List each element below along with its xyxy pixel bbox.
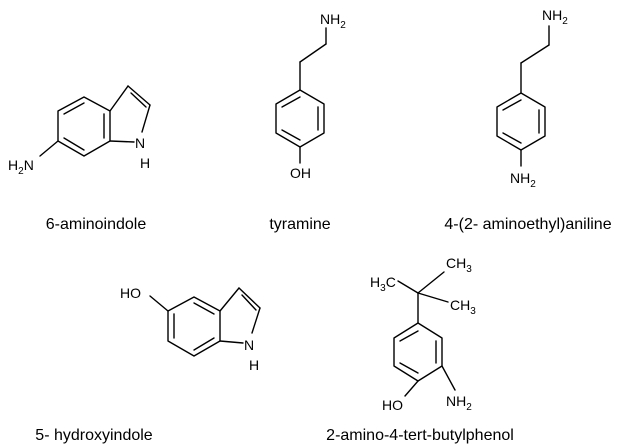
bond (238, 287, 261, 309)
amine-label: NH2 (446, 393, 472, 413)
hydroxyl-label: HO (120, 285, 141, 301)
double-bond (502, 132, 522, 144)
ring-nitrogen-label: N (135, 135, 145, 151)
methyl-left-label: H3C (370, 274, 396, 294)
bond (149, 295, 169, 312)
bond (141, 104, 151, 133)
benzene-ring (496, 92, 546, 151)
ring-nitrogen-label: N (244, 337, 254, 353)
double-bond (399, 330, 419, 342)
double-bond (130, 92, 147, 108)
hydroxyl-label: OH (290, 165, 311, 181)
bond (109, 85, 129, 112)
bond (417, 271, 445, 294)
bond (397, 280, 419, 294)
benzene-ring (275, 89, 325, 148)
double-bond (193, 337, 215, 351)
methyl-right-label: CH3 (450, 297, 476, 317)
hydroxyl-label: HO (382, 397, 403, 413)
amine-label: H2N (8, 157, 34, 177)
bond (299, 43, 327, 63)
molecule-name: 5- hydroxyindole (35, 427, 153, 444)
double-bond (281, 129, 301, 141)
double-bond (63, 102, 85, 115)
benzene-ring (57, 96, 111, 157)
double-bond (241, 294, 257, 311)
bond (404, 380, 419, 397)
molecule-name: tyramine (269, 216, 330, 233)
molecule-tyramine: NH2 OH tyramine (269, 11, 346, 233)
amine-label: NH2 (320, 11, 346, 31)
bond (520, 44, 550, 64)
molecule-name: 4-(2- aminoethyl)aniline (444, 216, 611, 233)
molecule-name: 2-amino-4-tert-butylphenol (326, 427, 514, 444)
molecule-2-amino-4-tert-butylphenol: H3C CH3 CH3 HO NH2 2-amino-4-tert-butylp… (326, 255, 514, 444)
bond (251, 307, 261, 334)
bond (127, 85, 151, 106)
molecule-name: 6-aminoindole (46, 216, 147, 233)
bond (441, 365, 456, 391)
double-bond (502, 99, 522, 111)
benzene-ring (167, 296, 221, 357)
bond (219, 340, 244, 344)
double-bond (281, 96, 301, 108)
bond (39, 140, 59, 157)
bond (219, 287, 240, 312)
amine-top-label: NH2 (542, 7, 568, 27)
methyl-top-label: CH3 (446, 255, 472, 275)
molecule-5-hydroxyindole: HO N H 5- hydroxyindole (35, 285, 261, 444)
ring-hydrogen-label: H (140, 155, 150, 171)
amine-bottom-label: NH2 (510, 170, 536, 190)
molecule-6-aminoindole: H2N N H 6-aminoindole (8, 85, 151, 233)
bond (417, 292, 449, 303)
ring-hydrogen-label: H (249, 357, 259, 373)
double-bond (63, 137, 85, 151)
double-bond (399, 362, 419, 374)
molecule-4-2-aminoethyl-aniline: NH2 NH2 4-(2- aminoethyl)aniline (444, 7, 611, 233)
double-bond (193, 302, 215, 315)
bond (109, 140, 135, 143)
